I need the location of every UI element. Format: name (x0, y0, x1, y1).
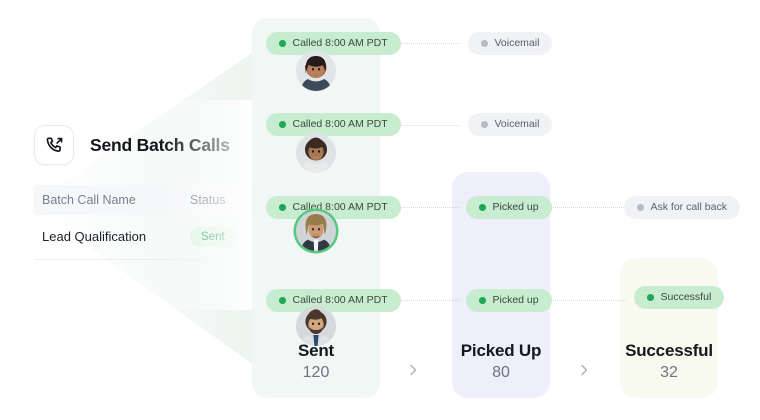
status-dot-icon (481, 40, 488, 47)
funnel-label-sent: Sent (297, 341, 335, 360)
connector-call-1-to-outcome (382, 43, 460, 44)
status-dot-icon (279, 204, 286, 211)
status-dot-icon (481, 121, 488, 128)
status-dot-icon (279, 40, 286, 47)
call-time-label: Called 8:00 AM PDT (292, 37, 388, 50)
connector-picked-4-to-followup (548, 300, 626, 301)
status-dot-icon (647, 294, 654, 301)
status-dot-icon (279, 121, 286, 128)
status-dot-icon (279, 297, 286, 304)
avatar[interactable] (296, 211, 336, 251)
avatar[interactable] (296, 51, 336, 91)
funnel-value-picked-up: 80 (492, 364, 510, 381)
followup-pill-ask-for-call-back[interactable]: Ask for call back (624, 196, 740, 219)
connector-call-4-to-outcome (382, 300, 460, 301)
connector-call-2-to-outcome (382, 125, 460, 126)
outcome-label: Voicemail (494, 118, 540, 131)
outcome-pill-voicemail-1[interactable]: Voicemail (468, 32, 553, 55)
page-title: Send Batch Calls (90, 134, 230, 155)
status-dot-icon (637, 204, 644, 211)
followup-pill-successful[interactable]: Successful (634, 286, 725, 309)
funnel-value-successful: 32 (660, 364, 678, 381)
funnel-footer-successful: Successful 32 (620, 340, 718, 384)
call-pill-2[interactable]: Called 8:00 AM PDT (266, 113, 401, 136)
panel-header: Send Batch Calls (0, 110, 262, 168)
outcome-label: Voicemail (494, 37, 540, 50)
outcome-pill-picked-up-2[interactable]: Picked up (466, 289, 552, 312)
funnel-column-successful[interactable]: Successful 32 (620, 258, 718, 398)
status-badge: Sent (190, 226, 236, 248)
call-time-label: Called 8:00 AM PDT (292, 201, 388, 214)
funnel-label-successful: Successful (625, 341, 713, 360)
connector-call-3-to-outcome (382, 207, 460, 208)
call-time-label: Called 8:00 AM PDT (292, 118, 388, 131)
avatar[interactable] (296, 133, 336, 173)
send-batch-calls-panel: Send Batch Calls Batch Call Name Status … (0, 110, 294, 300)
followup-label: Successful (660, 291, 712, 304)
outcome-label: Picked up (492, 294, 539, 307)
avatar[interactable] (296, 306, 336, 346)
outcome-pill-picked-up-1[interactable]: Picked up (466, 196, 552, 219)
call-time-label: Called 8:00 AM PDT (292, 294, 388, 307)
column-header-batch-call-name: Batch Call Name (42, 193, 136, 207)
outgoing-call-icon (34, 125, 74, 165)
outcome-label: Picked up (492, 201, 539, 214)
funnel-footer-sent: Sent 120 (252, 340, 380, 384)
status-dot-icon (479, 297, 486, 304)
status-dot-icon (479, 204, 486, 211)
column-header-status: Status (190, 193, 226, 207)
cell-batch-call-name: Lead Qualification (42, 229, 147, 244)
chevron-right-icon (407, 363, 419, 382)
followup-label: Ask for call back (650, 201, 727, 214)
funnel-footer-picked-up: Picked Up 80 (452, 340, 550, 384)
funnel-value-sent: 120 (302, 364, 330, 381)
call-pill-4[interactable]: Called 8:00 AM PDT (266, 289, 401, 312)
chevron-right-icon (578, 363, 590, 382)
call-pill-3[interactable]: Called 8:00 AM PDT (266, 196, 401, 219)
connector-picked-3-to-followup (548, 207, 626, 208)
call-pill-1[interactable]: Called 8:00 AM PDT (266, 32, 401, 55)
outcome-pill-voicemail-2[interactable]: Voicemail (468, 113, 553, 136)
funnel-label-picked-up: Picked Up (460, 341, 542, 360)
